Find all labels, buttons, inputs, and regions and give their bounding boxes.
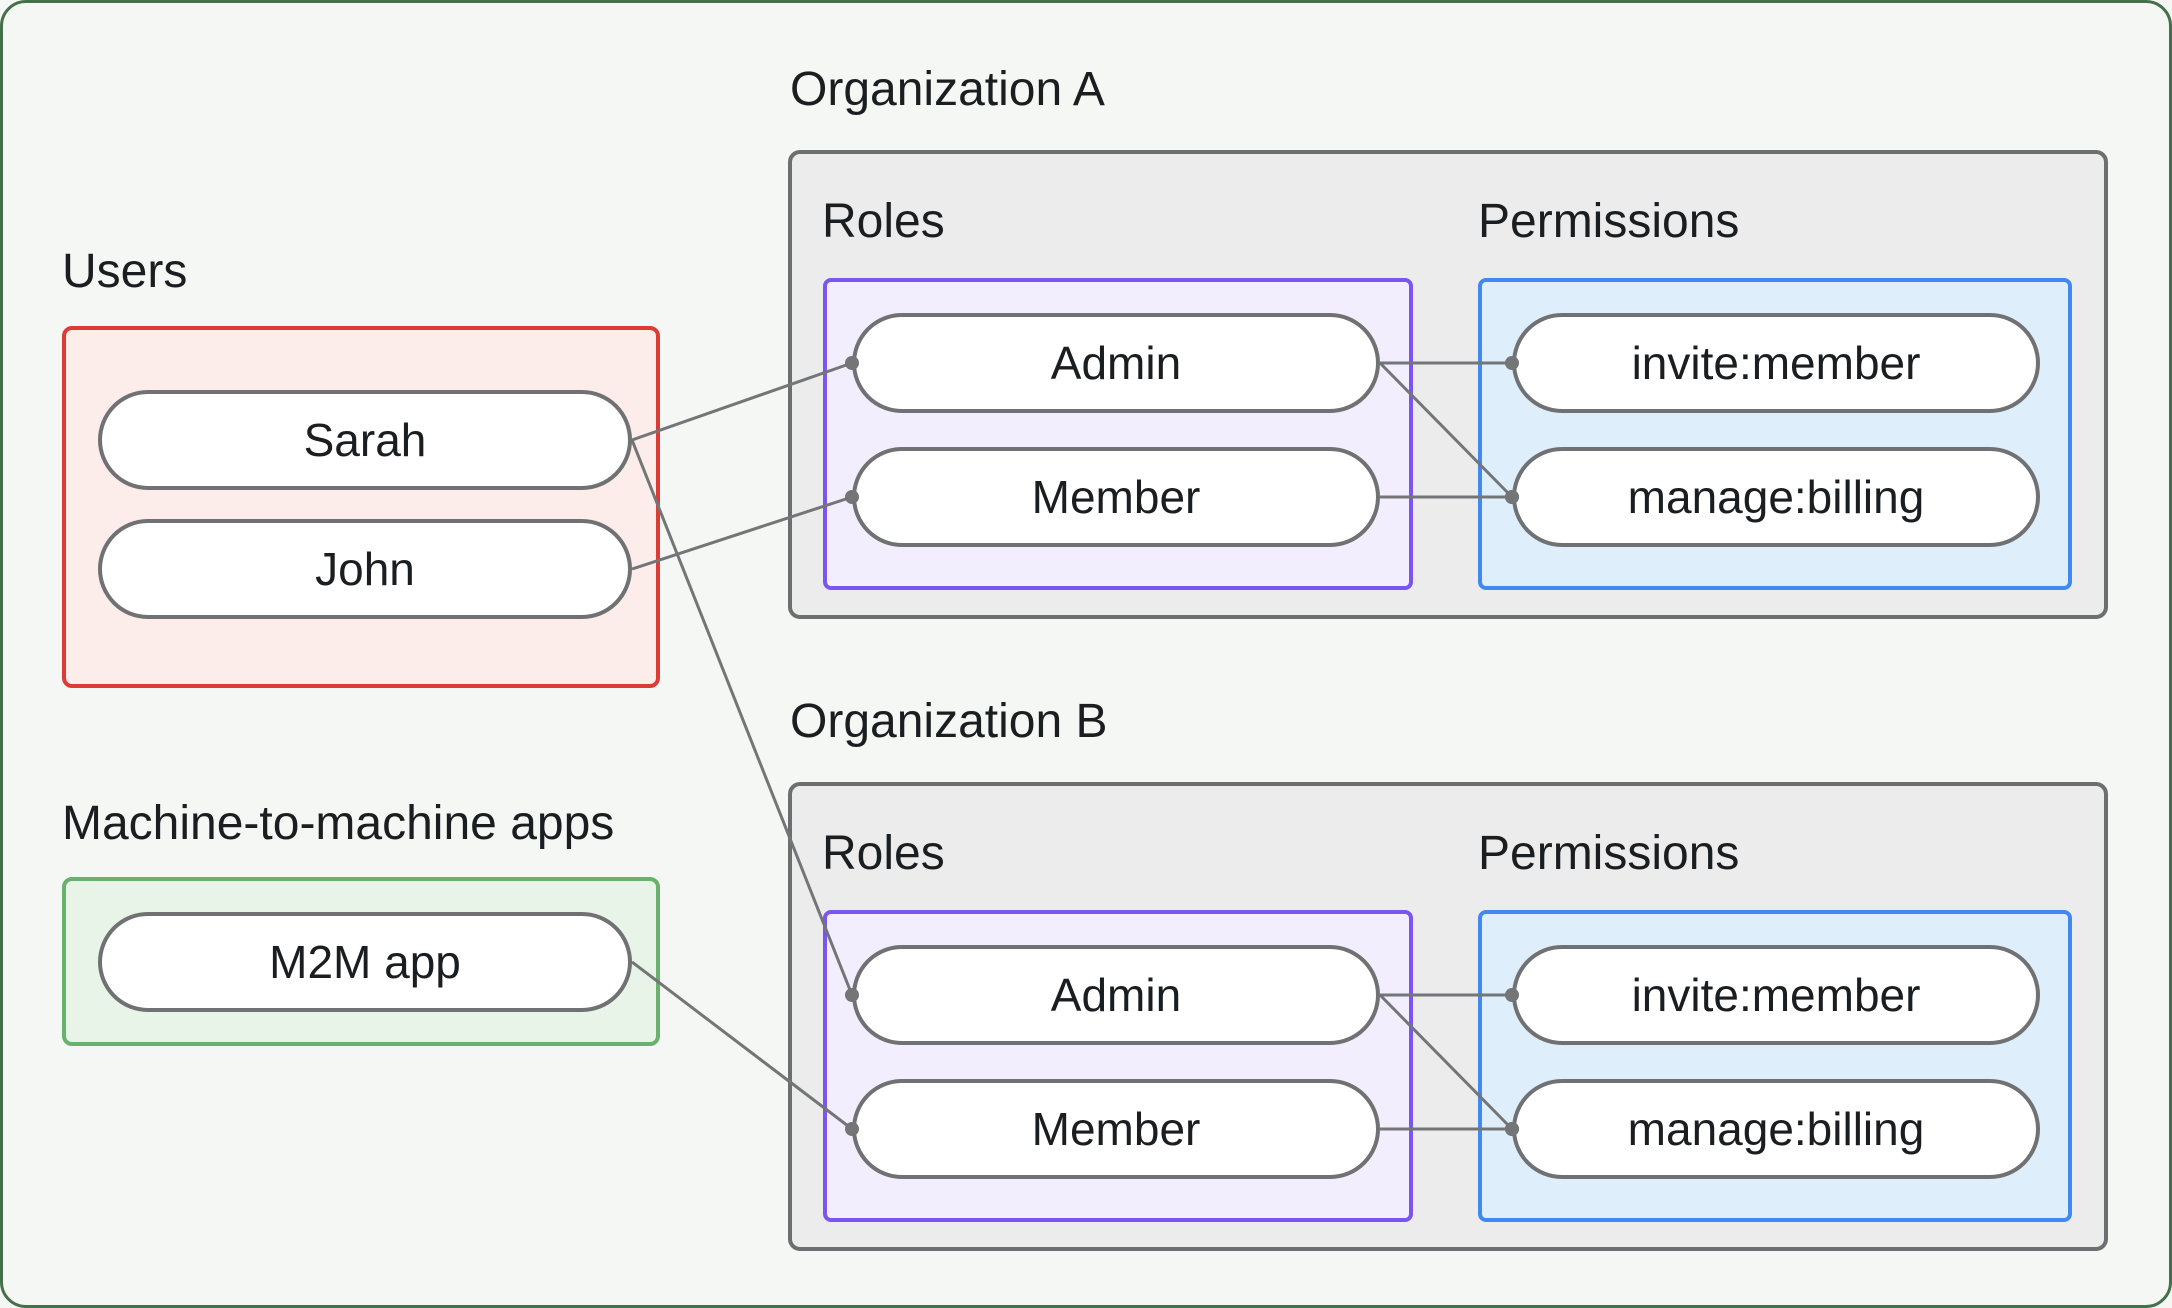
org-a-permission-pill-invite-member: invite:member (1512, 313, 2040, 413)
m2m-app-pill: M2M app (98, 912, 632, 1012)
org-b-permissions-box: invite:member manage:billing (1478, 910, 2072, 1222)
org-a-permissions-box: invite:member manage:billing (1478, 278, 2072, 590)
org-b-title: Organization B (790, 695, 1108, 748)
org-a-permissions-label: Permissions (1478, 195, 1740, 248)
org-a-title: Organization A (790, 63, 1105, 116)
users-group-box: Sarah John (62, 326, 660, 688)
users-group-label: Users (62, 245, 188, 298)
user-pill-sarah-label: Sarah (303, 414, 427, 466)
m2m-app-pill-label: M2M app (269, 936, 461, 988)
org-b-role-pill-admin: Admin (852, 945, 1380, 1045)
user-pill-sarah: Sarah (98, 390, 632, 490)
org-b-roles-box: Admin Member (823, 910, 1413, 1222)
org-a-role-pill-member: Member (852, 447, 1380, 547)
org-a-role-pill-admin: Admin (852, 313, 1380, 413)
org-a-permission-manage-label: manage:billing (1627, 471, 1925, 523)
org-a-roles-label: Roles (822, 195, 945, 248)
user-pill-john: John (98, 519, 632, 619)
org-b-permission-invite-label: invite:member (1631, 969, 1921, 1021)
org-a-permission-invite-label: invite:member (1631, 337, 1921, 389)
org-a-roles-box: Admin Member (823, 278, 1413, 590)
org-a-box: Roles Permissions Admin Member invite:me… (788, 150, 2108, 619)
org-b-role-member-label: Member (1031, 1103, 1201, 1155)
org-b-permissions-label: Permissions (1478, 827, 1740, 880)
org-b-permission-pill-invite-member: invite:member (1512, 945, 2040, 1045)
org-a-permission-pill-manage-billing: manage:billing (1512, 447, 2040, 547)
m2m-group-label: Machine-to-machine apps (62, 797, 615, 850)
org-b-permission-pill-manage-billing: manage:billing (1512, 1079, 2040, 1179)
org-b-role-admin-label: Admin (1050, 969, 1182, 1021)
org-b-roles-label: Roles (822, 827, 945, 880)
user-pill-john-label: John (315, 543, 415, 595)
org-a-role-member-label: Member (1031, 471, 1201, 523)
org-b-permission-manage-label: manage:billing (1627, 1103, 1925, 1155)
org-b-role-pill-member: Member (852, 1079, 1380, 1179)
org-b-box: Roles Permissions Admin Member invite:me… (788, 782, 2108, 1251)
org-a-role-admin-label: Admin (1050, 337, 1182, 389)
m2m-group-box: M2M app (62, 877, 660, 1046)
